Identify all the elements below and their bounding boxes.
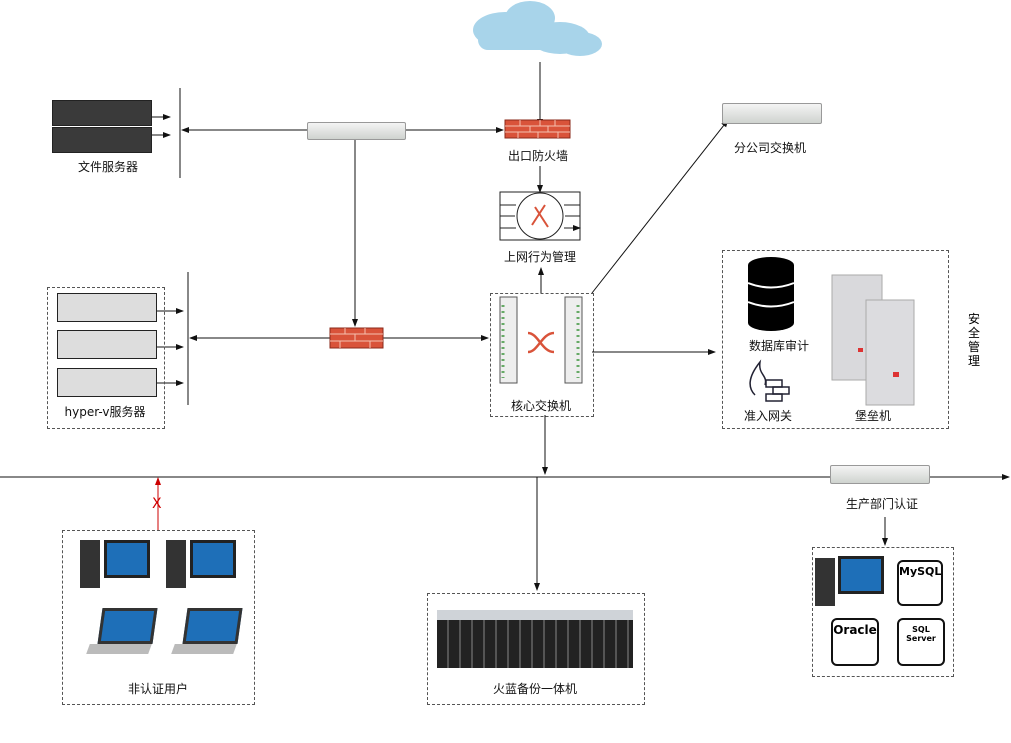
firewall-icon <box>504 119 571 139</box>
core-switch-group <box>490 293 594 417</box>
sqlserver-db-icon: SQL Server <box>897 618 945 666</box>
security-group <box>722 250 949 429</box>
file-server-label: 文件服务器 <box>77 160 139 174</box>
hyperv-server-icon <box>57 330 157 359</box>
backup-group <box>427 593 645 705</box>
firewall-icon <box>329 327 384 349</box>
laptop-icon <box>97 608 158 644</box>
bastion-label: 堡垒机 <box>854 409 892 423</box>
switch-icon <box>307 122 406 140</box>
unauth-group <box>62 530 255 705</box>
hyperv-label: hyper-v服务器 <box>64 405 146 419</box>
hyperv-server-icon <box>57 293 157 322</box>
gateway-label: 准入网关 <box>743 409 793 423</box>
core-switch-label: 核心交换机 <box>510 399 572 413</box>
hyperv-server-icon <box>57 368 157 397</box>
unauth-label: 非认证用户 <box>127 682 189 696</box>
laptop-keyboard-icon <box>86 644 152 654</box>
cloud-icon <box>473 1 602 56</box>
security-group-label: 安全管理 <box>968 312 981 368</box>
prod-auth-label: 生产部门认证 <box>845 497 919 511</box>
db-audit-label: 数据库审计 <box>748 339 810 353</box>
mysql-db-icon: MySQL <box>897 560 943 606</box>
desktop-tower-icon <box>815 558 835 606</box>
bastion-server-icon <box>831 274 915 406</box>
gateway-icon <box>749 359 790 402</box>
behavior-mgmt-label: 上网行为管理 <box>503 250 577 264</box>
backup-label: 火蓝备份一体机 <box>492 682 578 696</box>
hyperv-group <box>47 287 165 429</box>
core-switch-icon <box>499 296 583 384</box>
branch-switch-label: 分公司交换机 <box>733 141 807 155</box>
monitor-icon <box>838 556 884 594</box>
file-server-icon <box>52 100 152 126</box>
laptop-icon <box>182 608 243 644</box>
file-server-icon <box>52 127 152 153</box>
blocked-mark: X <box>152 496 162 512</box>
prod-group <box>812 547 954 677</box>
desktop-tower-icon <box>80 540 100 588</box>
oracle-db-icon: Oracle <box>831 618 879 666</box>
router-icon <box>499 191 580 241</box>
monitor-icon <box>190 540 236 578</box>
branch-switch-icon <box>722 103 822 124</box>
prod-switch-icon <box>830 465 930 484</box>
exit-firewall-label: 出口防火墙 <box>507 149 569 163</box>
laptop-keyboard-icon <box>171 644 237 654</box>
desktop-tower-icon <box>166 540 186 588</box>
backup-appliance-icon <box>437 610 633 668</box>
database-icon <box>747 257 795 331</box>
monitor-icon <box>104 540 150 578</box>
